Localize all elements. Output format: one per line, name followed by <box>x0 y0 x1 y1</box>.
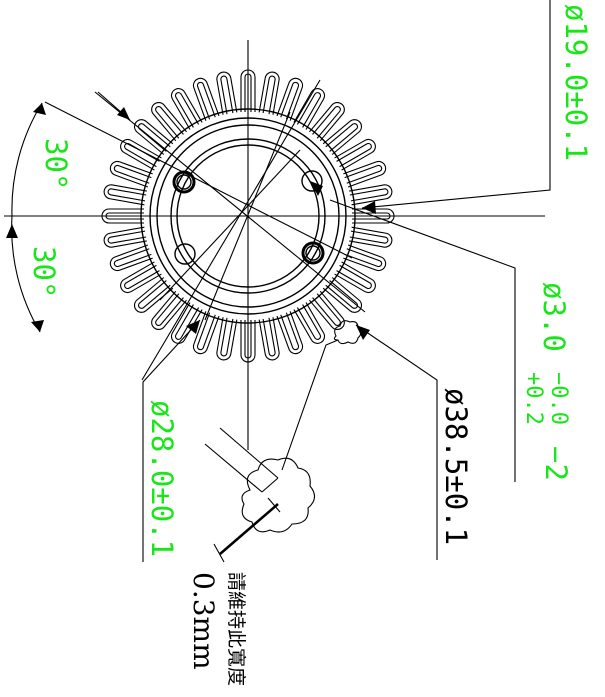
hole-qty: −2 <box>539 446 573 481</box>
fin <box>352 208 395 224</box>
fin-outline <box>216 317 238 361</box>
fin <box>216 71 238 115</box>
fin-outline <box>120 261 162 294</box>
fin <box>334 261 376 294</box>
fin <box>109 160 153 188</box>
mounting-holes <box>172 170 325 265</box>
fin-outline <box>293 88 326 130</box>
fin <box>349 184 393 206</box>
fin <box>101 208 144 224</box>
fin <box>192 77 220 121</box>
svg-text:ø19.0±0.1: ø19.0±0.1 <box>559 4 593 161</box>
fin-outline <box>322 277 363 313</box>
fin-outline <box>101 208 144 224</box>
fin-outline <box>349 184 393 206</box>
svg-text:30°: 30° <box>39 138 73 190</box>
fin <box>133 277 174 313</box>
revision-cloud-small <box>333 320 362 345</box>
fin-outline <box>258 317 280 361</box>
dim-inner: ø28.0±0.1 <box>145 400 179 557</box>
fin-outline <box>240 69 256 112</box>
fin <box>276 311 304 355</box>
leader-lines <box>97 0 551 562</box>
dim-outer: ø38.5±0.1 <box>439 388 473 545</box>
angle-lower: 30° <box>27 246 61 298</box>
fin <box>309 290 345 331</box>
fin-outline <box>133 277 174 313</box>
fin <box>293 302 326 344</box>
fin <box>192 311 220 355</box>
body-rings <box>140 108 356 324</box>
fin-outline <box>334 261 376 294</box>
svg-text:0.3mm: 0.3mm <box>187 572 220 670</box>
fin <box>258 71 280 115</box>
fin-outline <box>120 138 162 171</box>
fin-outline <box>258 71 280 115</box>
fin-outline <box>276 77 304 121</box>
fin <box>258 317 280 361</box>
fin <box>309 101 345 142</box>
svg-text:ø38.5±0.1: ø38.5±0.1 <box>439 388 473 545</box>
fin-outline <box>240 320 256 363</box>
fin <box>343 244 387 272</box>
fin <box>322 277 363 313</box>
fin <box>120 138 162 171</box>
fin <box>103 184 147 206</box>
revision-cloud-large <box>241 457 316 533</box>
fin-outline <box>322 119 363 155</box>
fin <box>240 69 256 112</box>
fin-outline <box>293 302 326 344</box>
fin-outline <box>170 302 203 344</box>
svg-text:30°: 30° <box>27 246 61 298</box>
fin <box>334 138 376 171</box>
fin <box>216 317 238 361</box>
fin-outline <box>276 311 304 355</box>
fin-outline <box>170 88 203 130</box>
fin-outline <box>192 311 220 355</box>
svg-text:請維持此寬度: 請維持此寬度 <box>225 572 247 686</box>
fin-outline <box>151 290 187 331</box>
dim-hole: ø3.0 +0.2 −0.0 −2 <box>521 282 573 481</box>
fin <box>151 290 187 331</box>
note-text: 請維持此寬度 <box>225 572 247 686</box>
radial-fins <box>101 69 395 363</box>
fin <box>120 261 162 294</box>
fin-outline <box>103 226 147 248</box>
fin-outline <box>109 160 153 188</box>
fin-outline <box>352 208 395 224</box>
fin <box>103 226 147 248</box>
fin-outline <box>334 138 376 171</box>
construction-lines <box>44 79 366 381</box>
hole-tol-lower: −0.0 <box>546 372 571 425</box>
fin <box>151 101 187 142</box>
fin-outline <box>216 71 238 115</box>
fin <box>170 88 203 130</box>
fin-outline <box>309 101 345 142</box>
fin <box>293 88 326 130</box>
fin-outline <box>151 101 187 142</box>
fin-outline <box>343 244 387 272</box>
hole-tol-upper: +0.2 <box>521 372 546 425</box>
fin-thickness-detail <box>204 427 281 563</box>
fin <box>276 77 304 121</box>
fin <box>109 244 153 272</box>
dim-bolt-circle: ø19.0±0.1 <box>559 4 593 161</box>
fin-outline <box>192 77 220 121</box>
fin-outline <box>349 226 393 248</box>
svg-text:ø28.0±0.1: ø28.0±0.1 <box>145 400 179 557</box>
fin <box>322 119 363 155</box>
fin-outline <box>343 160 387 188</box>
angle-upper: 30° <box>39 138 73 190</box>
fin <box>343 160 387 188</box>
fin-outline <box>109 244 153 272</box>
note-thickness: 0.3mm <box>187 572 220 670</box>
fin <box>170 302 203 344</box>
fin-outline <box>103 184 147 206</box>
hole-dia-text: ø3.0 <box>537 282 571 352</box>
angle-dimension <box>4 102 46 333</box>
fin <box>240 320 256 363</box>
fin <box>349 226 393 248</box>
fin-outline <box>309 290 345 331</box>
